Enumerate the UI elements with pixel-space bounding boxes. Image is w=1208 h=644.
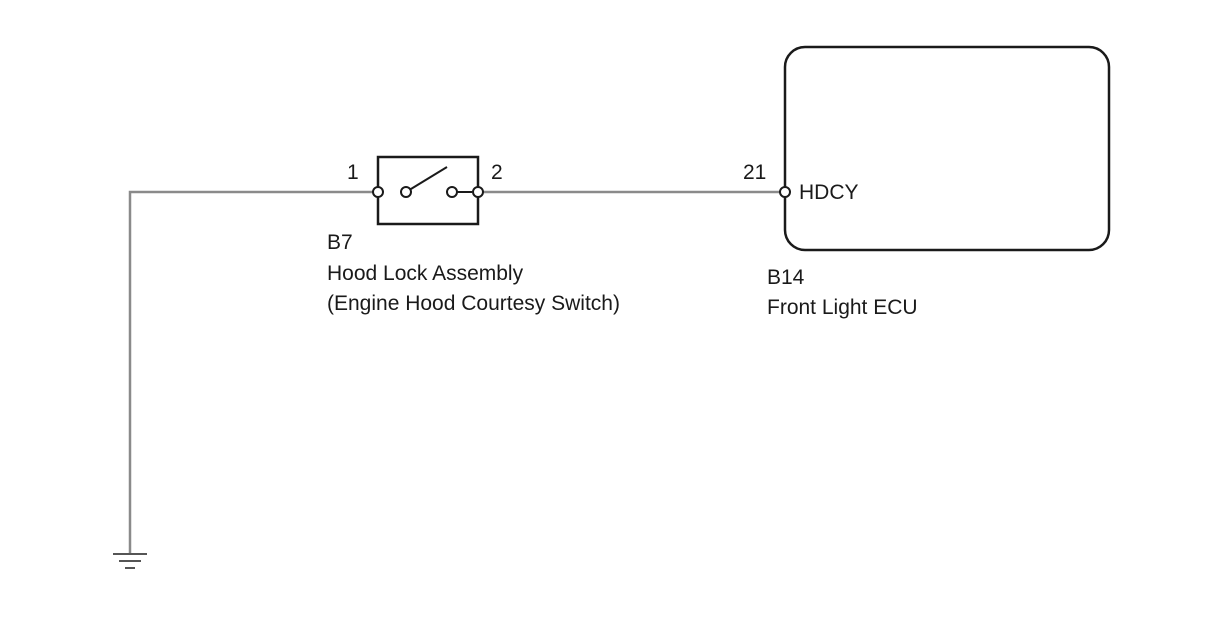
hood-lock-switch bbox=[372, 155, 484, 226]
ecu-pin-21-label: 21 bbox=[743, 161, 766, 184]
switch-pin-1-label: 1 bbox=[347, 161, 359, 184]
ecu-code-label: B14 bbox=[767, 266, 805, 289]
switch-pin-2-label: 2 bbox=[491, 161, 503, 184]
ecu-terminal-name-label: HDCY bbox=[799, 181, 859, 204]
ecu-box bbox=[783, 45, 1111, 252]
ground-wire bbox=[128, 190, 380, 555]
switch-name-label: Hood Lock Assembly bbox=[327, 262, 524, 285]
switch-box bbox=[376, 155, 480, 226]
ground-symbol-icon bbox=[113, 553, 147, 569]
normally-open-switch-icon bbox=[400, 166, 472, 198]
switch-pin-2-terminal bbox=[472, 186, 484, 198]
front-light-ecu bbox=[779, 45, 1111, 252]
switch-subtitle-label: (Engine Hood Courtesy Switch) bbox=[327, 292, 620, 315]
ecu-pin-21-terminal bbox=[779, 186, 791, 198]
switch-code-label: B7 bbox=[327, 231, 353, 254]
ecu-name-label: Front Light ECU bbox=[767, 296, 918, 319]
switch-pin-1-terminal bbox=[372, 186, 384, 198]
